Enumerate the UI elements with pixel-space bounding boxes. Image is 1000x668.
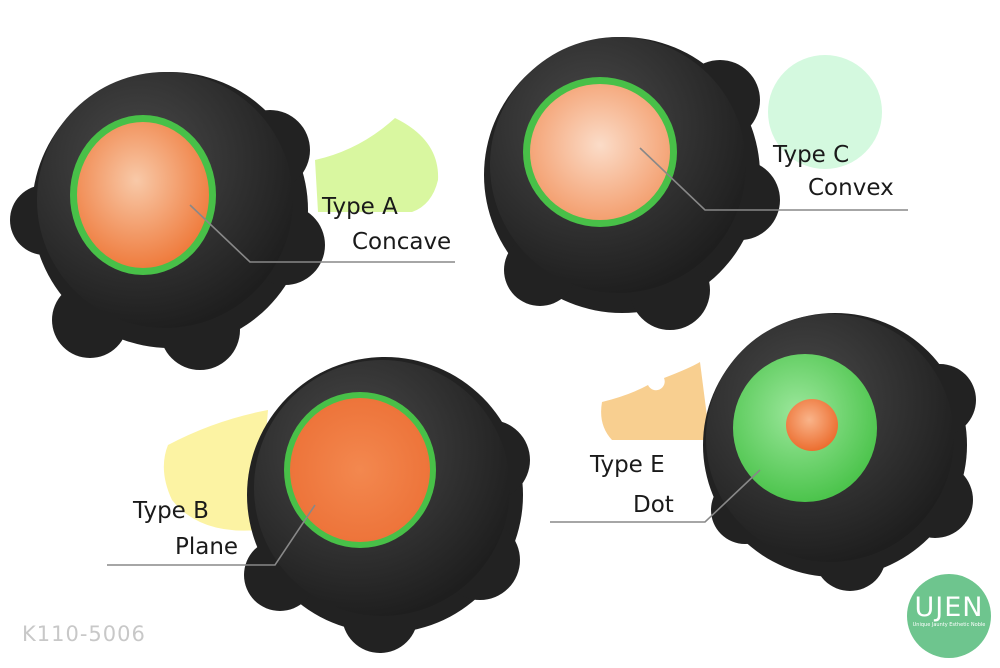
- knob-type-e: [703, 313, 976, 591]
- label-type-e: Type E: [590, 452, 665, 478]
- knob-type-b: [244, 357, 530, 653]
- label-type-c: Type C: [773, 142, 850, 168]
- knob-type-a: [10, 72, 325, 370]
- label-surface-b: Plane: [175, 534, 239, 560]
- dot-center: [786, 399, 838, 451]
- label-surface-e: Dot: [633, 492, 674, 518]
- knob-type-c: [484, 37, 780, 330]
- accent-shape-e: [601, 362, 710, 440]
- accent-shape-c: [768, 55, 882, 169]
- logo-tagline: Unique Jaunty Esthetic Noble: [912, 622, 986, 628]
- brand-logo: UJEN Unique Jaunty Esthetic Noble: [907, 574, 991, 658]
- accent-shape-b: [163, 410, 268, 531]
- leader-line-a: [189, 204, 455, 263]
- label-type-b: Type B: [133, 498, 209, 524]
- label-surface-c: Convex: [808, 175, 894, 201]
- accent-shape-a: [315, 118, 439, 212]
- leader-line-e: [550, 469, 761, 523]
- logo-name: UJEN: [914, 592, 984, 623]
- leader-line-b: [107, 504, 316, 566]
- label-type-a: Type A: [322, 194, 398, 220]
- leader-line-c: [639, 147, 908, 211]
- product-code: K110-5006: [22, 622, 146, 646]
- label-surface-a: Concave: [352, 229, 452, 255]
